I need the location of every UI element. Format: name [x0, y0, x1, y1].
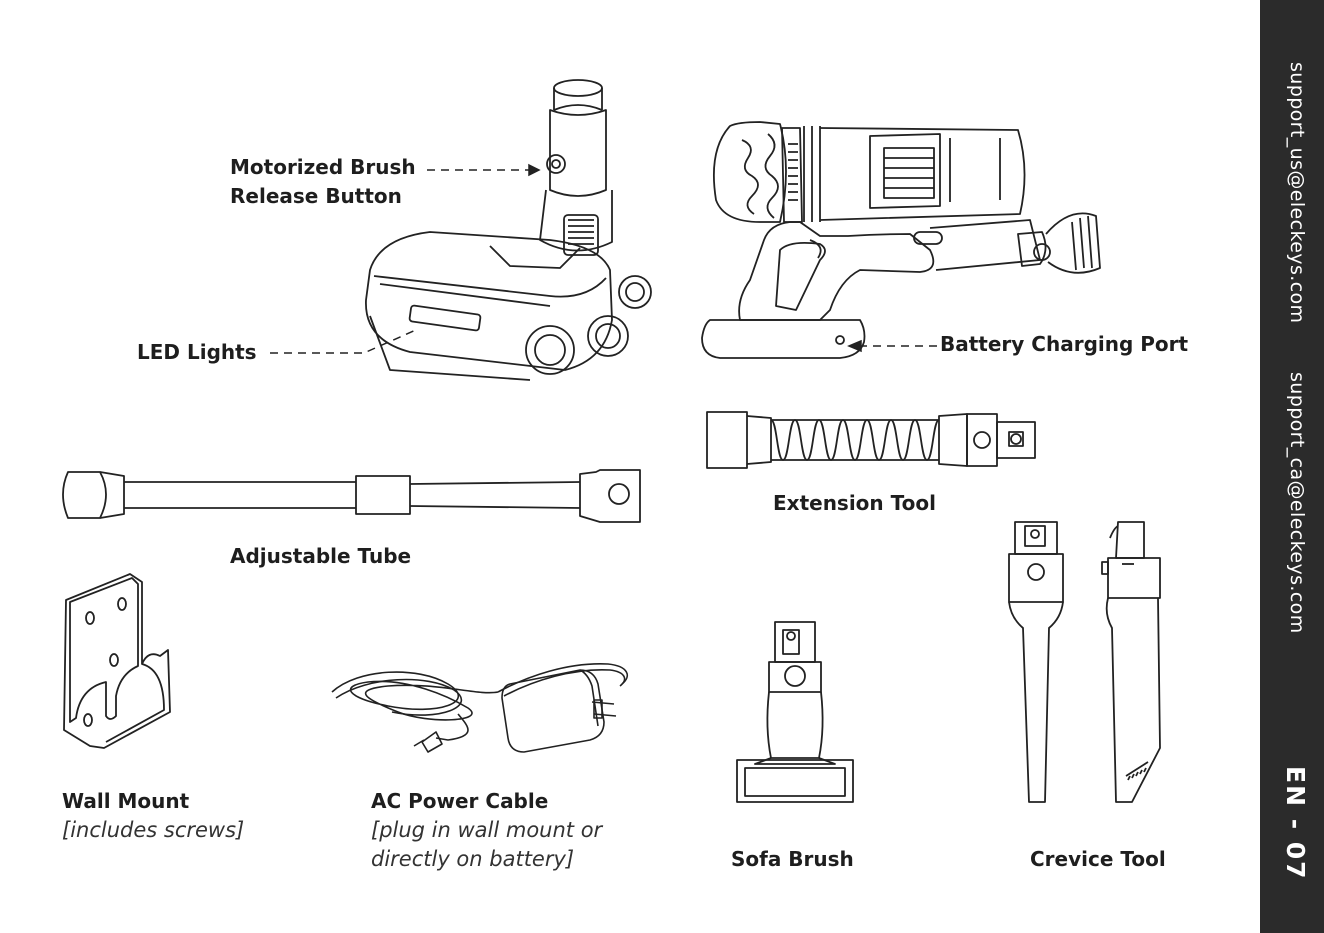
release-button-label: Release Button [230, 182, 402, 211]
sofa-brush-label: Sofa Brush [731, 845, 854, 874]
crevice-tool-label: Crevice Tool [1030, 845, 1166, 874]
ac-power-cable-illustration [328, 656, 634, 758]
wall-mount-illustration [60, 570, 176, 752]
crevice-tool-side-illustration [1100, 518, 1166, 808]
ac-power-note-line1: [plug in wall mount or [371, 816, 602, 845]
handheld-vacuum-illustration [700, 110, 1105, 365]
leader-line-brush-release [425, 160, 545, 180]
page-number: EN - 07 [1281, 766, 1310, 881]
ac-power-note-line2: directly on battery] [371, 845, 574, 874]
ac-power-cable-label: AC Power Cable [371, 787, 548, 816]
support-email-ca: support_ca@eleckeys.com [1286, 372, 1308, 634]
sofa-brush-illustration [735, 618, 855, 806]
adjustable-tube-label: Adjustable Tube [230, 542, 411, 571]
wall-mount-note: [includes screws] [62, 816, 244, 845]
led-lights-label: LED Lights [137, 338, 257, 367]
extension-tool-illustration [705, 408, 1040, 472]
motorized-brush-label: Motorized Brush [230, 153, 416, 182]
battery-charging-port-label: Battery Charging Port [940, 330, 1188, 359]
extension-tool-label: Extension Tool [773, 489, 936, 518]
sidebar: support_us@eleckeys.com support_ca@eleck… [1260, 0, 1324, 933]
support-email-us: support_us@eleckeys.com [1286, 62, 1308, 323]
adjustable-tube-illustration [60, 462, 642, 528]
crevice-tool-front-illustration [1005, 518, 1067, 806]
leader-line-led [268, 325, 428, 360]
wall-mount-label: Wall Mount [62, 787, 189, 816]
leader-line-charging-port [845, 336, 940, 356]
